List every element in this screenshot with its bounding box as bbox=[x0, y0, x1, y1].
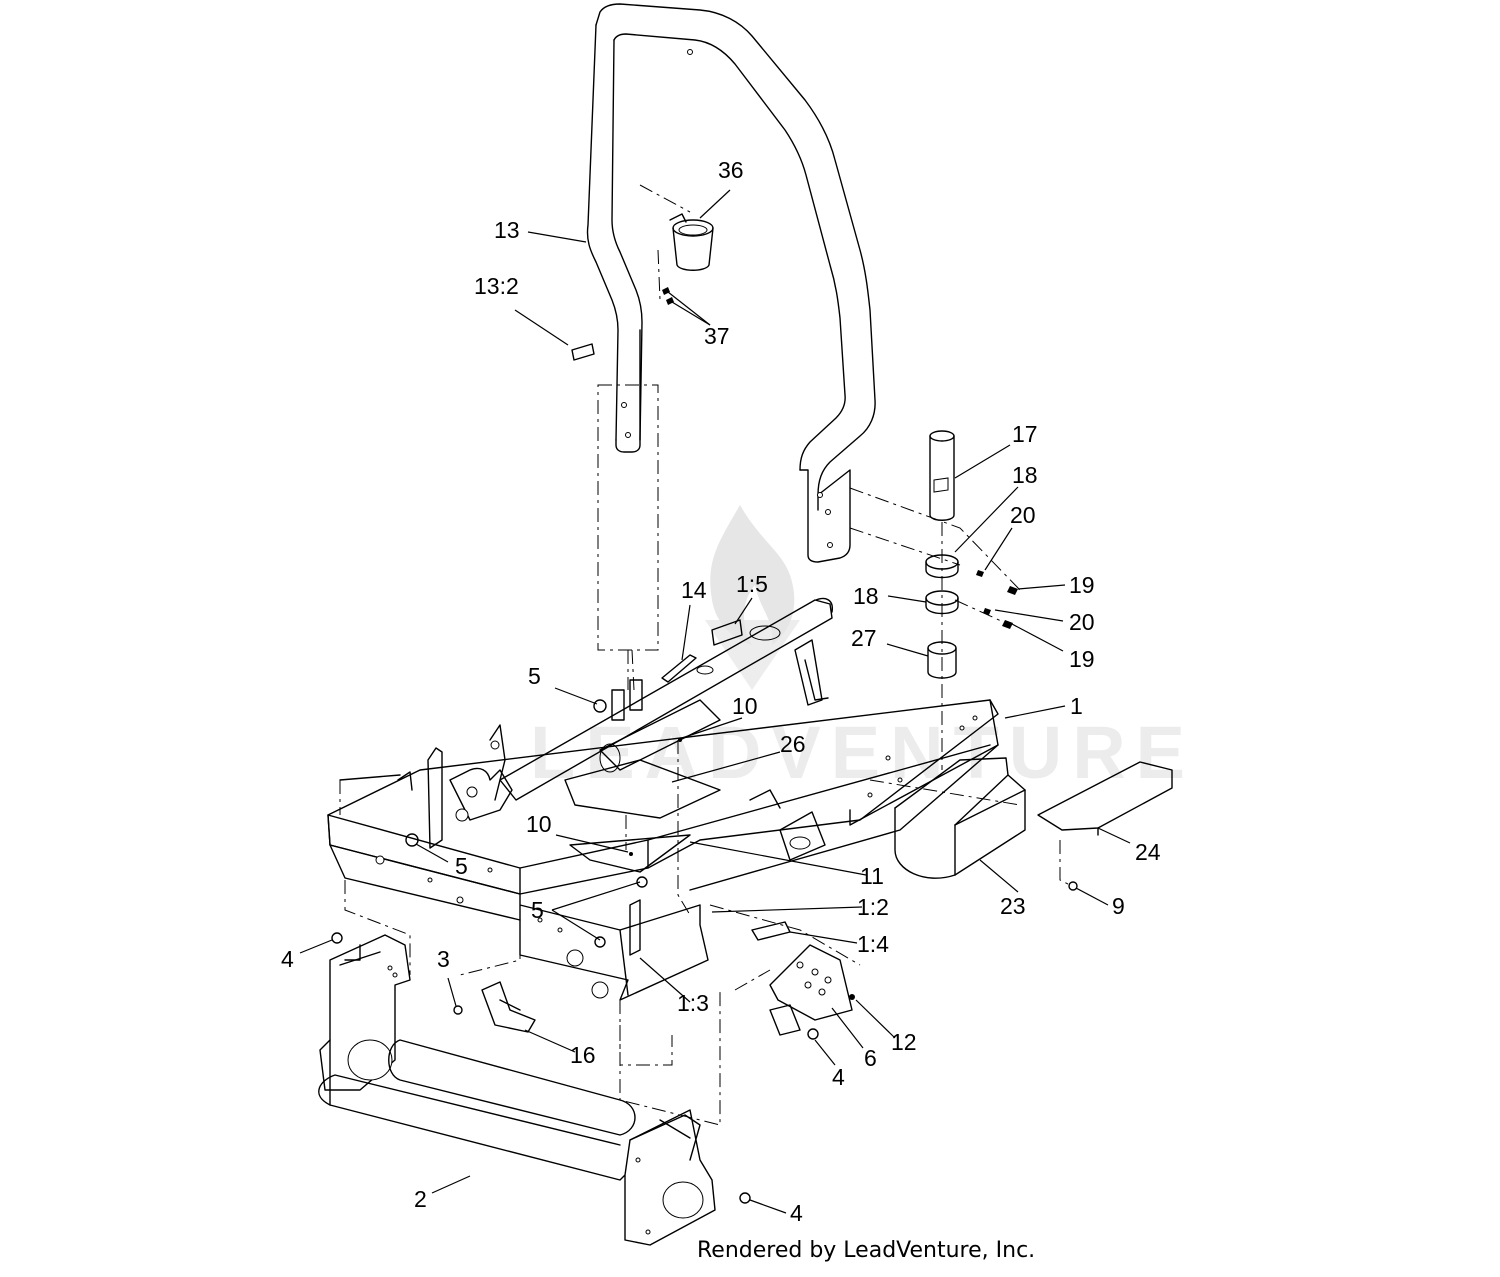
watermark-text: LEADVENTURE bbox=[530, 711, 1195, 794]
callout-3[interactable]: 3 bbox=[437, 946, 450, 972]
callout-9[interactable]: 9 bbox=[1112, 893, 1125, 919]
callout-1-4[interactable]: 1:4 bbox=[857, 931, 889, 957]
callout-4[interactable]: 4 bbox=[832, 1064, 845, 1090]
callout-13-2[interactable]: 13:2 bbox=[474, 273, 519, 299]
callout-5[interactable]: 5 bbox=[455, 853, 468, 879]
callout-24[interactable]: 24 bbox=[1135, 839, 1161, 865]
bracket-6 bbox=[751, 921, 855, 1040]
construction-lines bbox=[339, 649, 1071, 1126]
callout-1[interactable]: 1 bbox=[1070, 693, 1083, 719]
bracket-16 bbox=[453, 981, 536, 1033]
bracket-23 bbox=[894, 757, 1026, 879]
pivot-stack bbox=[849, 430, 1021, 770]
callout-19[interactable]: 19 bbox=[1069, 572, 1095, 598]
callout-1-2[interactable]: 1:2 bbox=[857, 894, 889, 920]
callout-12[interactable]: 12 bbox=[891, 1029, 917, 1055]
leader-lines bbox=[299, 189, 1131, 1214]
callout-19[interactable]: 19 bbox=[1069, 646, 1095, 672]
main-frame bbox=[327, 597, 999, 1001]
callout-18[interactable]: 18 bbox=[853, 583, 879, 609]
callout-1-5[interactable]: 1:5 bbox=[736, 571, 768, 597]
callout-27[interactable]: 27 bbox=[851, 625, 877, 651]
callout-10[interactable]: 10 bbox=[732, 693, 758, 719]
callout-20[interactable]: 20 bbox=[1010, 502, 1036, 528]
callout-23[interactable]: 23 bbox=[1000, 893, 1026, 919]
render-credit: Rendered by LeadVenture, Inc. bbox=[697, 1238, 1036, 1263]
callout-18[interactable]: 18 bbox=[1012, 462, 1038, 488]
callouts: 36 13 13:2 37 17 18 20 19 18 20 19 27 14… bbox=[281, 157, 1161, 1226]
callout-2[interactable]: 2 bbox=[414, 1186, 427, 1212]
decal-1-5 bbox=[711, 619, 743, 646]
callout-10[interactable]: 10 bbox=[526, 811, 552, 837]
callout-36[interactable]: 36 bbox=[718, 157, 744, 183]
callout-17[interactable]: 17 bbox=[1012, 421, 1038, 447]
decal-13-2 bbox=[571, 343, 595, 361]
callout-5[interactable]: 5 bbox=[531, 897, 544, 923]
watermark-logo bbox=[705, 505, 800, 690]
bolts bbox=[405, 699, 682, 948]
callout-13[interactable]: 13 bbox=[494, 217, 520, 243]
callout-4[interactable]: 4 bbox=[281, 946, 294, 972]
pin-14 bbox=[661, 654, 697, 683]
callout-26[interactable]: 26 bbox=[780, 731, 806, 757]
front-axle bbox=[318, 932, 751, 1246]
callout-16[interactable]: 16 bbox=[570, 1042, 596, 1068]
callout-14[interactable]: 14 bbox=[681, 577, 707, 603]
plate-24 bbox=[1037, 761, 1173, 891]
callout-6[interactable]: 6 bbox=[864, 1045, 877, 1071]
callout-11[interactable]: 11 bbox=[860, 863, 884, 889]
callout-37[interactable]: 37 bbox=[704, 323, 730, 349]
callout-5[interactable]: 5 bbox=[528, 663, 541, 689]
cup-holder bbox=[639, 184, 714, 305]
callout-4[interactable]: 4 bbox=[790, 1200, 803, 1226]
callout-1-3[interactable]: 1:3 bbox=[677, 990, 709, 1016]
callout-20[interactable]: 20 bbox=[1069, 609, 1095, 635]
roll-bar bbox=[586, 3, 876, 651]
